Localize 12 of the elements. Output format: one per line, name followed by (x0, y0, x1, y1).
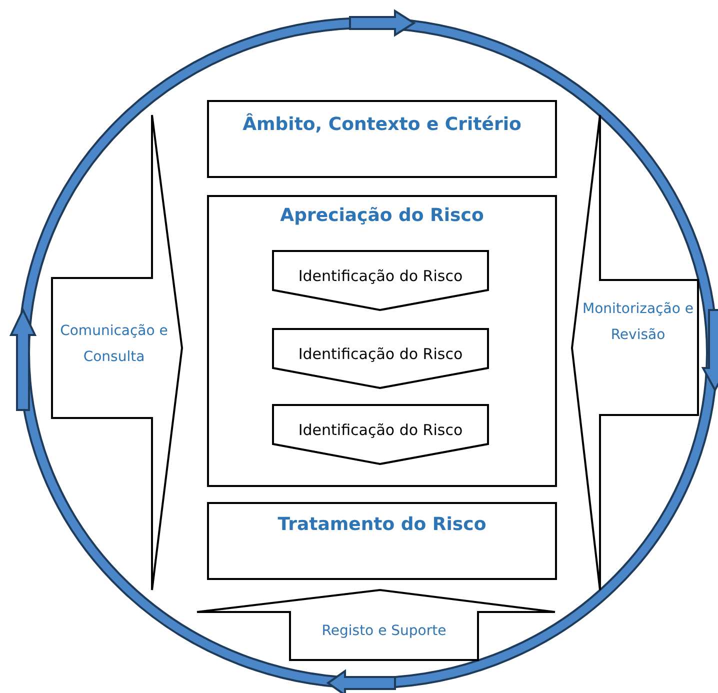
process-box (207, 502, 557, 580)
step-label: Identificação do Risco (297, 267, 464, 285)
step-label: Identificação do Risco (297, 421, 464, 439)
box-heading: Apreciação do Risco (279, 205, 485, 226)
box-heading: Âmbito, Contexto e Critério (242, 114, 522, 135)
step-label: Identificação do Risco (297, 345, 464, 363)
arrow-label: Monitorização e Revisão (582, 300, 694, 345)
arrow-label: Registo e Suporte (320, 622, 448, 641)
process-box (207, 195, 557, 487)
process-box (207, 100, 557, 178)
box-heading: Tratamento do Risco (276, 514, 488, 535)
arrow-label: Comunicação e Consulta (59, 322, 169, 367)
